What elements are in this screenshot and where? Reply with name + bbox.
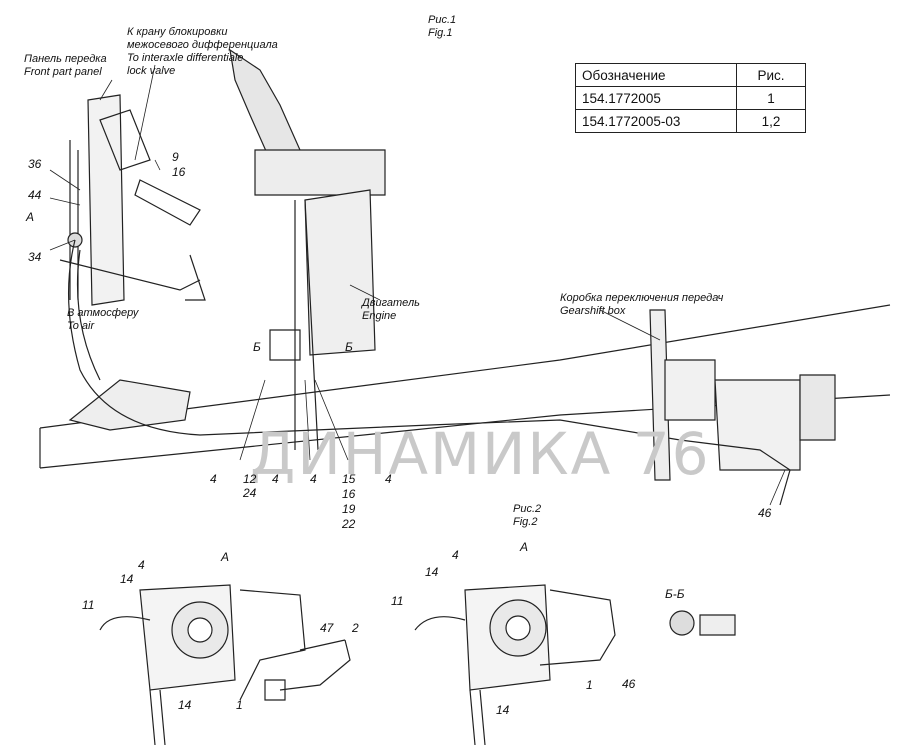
callout-34: 34 (28, 250, 42, 264)
callout-46: 46 (758, 506, 772, 520)
label-lock-valve-en1: To interaxle differentiale (127, 52, 244, 64)
label-front-panel-ru: Панель передка (24, 53, 107, 65)
label-atmosphere-ru: В атмосферу (67, 307, 139, 319)
callout-11: 11 (391, 594, 404, 608)
callout-2: 2 (352, 621, 359, 635)
callout-16: 16 (172, 165, 186, 179)
callout-19: 19 (342, 502, 356, 516)
section-bb-shape (669, 610, 695, 636)
label-engine-ru: Двигатель (362, 297, 420, 309)
table-cell: 154.1772005 (575, 86, 737, 110)
callout-4: 4 (310, 472, 317, 486)
designation-table: Обозначение Рис. 154.1772005 1 154.17720… (575, 63, 806, 133)
callout-14: 14 (120, 572, 134, 586)
callout-4: 4 (385, 472, 392, 486)
table-cell: 154.1772005-03 (575, 109, 737, 133)
section-bb-label: Б-Б (665, 587, 685, 601)
table-cell: 1 (736, 86, 806, 110)
table-header: Обозначение (575, 63, 737, 87)
label-gearbox-ru: Коробка переключения передач (560, 292, 724, 304)
callout-4: 4 (452, 548, 459, 562)
label-front-panel-en: Front part panel (24, 66, 102, 78)
callout-36: 36 (28, 157, 42, 171)
callout-12: 12 (243, 472, 257, 486)
fig2-title-ru: Рис.2 (513, 503, 542, 515)
callout-24: 24 (243, 486, 257, 500)
fig2b-view-label: A (520, 540, 529, 554)
callout-11: 11 (82, 598, 95, 612)
engine-block (304, 189, 376, 356)
callout-47: 47 (320, 621, 334, 635)
section-mark-right: Б (345, 340, 353, 354)
section-mark-left: Б (253, 340, 261, 354)
callout-4: 4 (272, 472, 279, 486)
watermark: ДИНАМИКА 76 (250, 420, 711, 488)
label-lock-valve-ru2: межосевого дифференциала (127, 39, 278, 51)
callout-14: 14 (496, 703, 510, 717)
callout-44: 44 (28, 188, 42, 202)
table-header: Рис. (736, 63, 806, 87)
callout-1: 1 (586, 678, 593, 692)
fig2-title-en: Fig.2 (513, 516, 538, 528)
callout-46: 46 (622, 677, 636, 691)
table-cell: 1,2 (736, 109, 806, 133)
callout-15: 15 (342, 472, 356, 486)
fig2a-view-label: A (221, 550, 230, 564)
label-engine-en: Engine (362, 310, 397, 322)
callout-14: 14 (425, 565, 439, 579)
label-lock-valve-en2: lock valve (127, 65, 176, 77)
front-panel (87, 94, 125, 306)
callout-22: 22 (342, 517, 356, 531)
callout-14: 14 (178, 698, 192, 712)
view-a-label: A (26, 210, 35, 224)
callout-9: 9 (172, 150, 179, 164)
callout-4: 4 (210, 472, 217, 486)
callout-4: 4 (138, 558, 145, 572)
callout-16: 16 (342, 487, 356, 501)
label-lock-valve-ru1: К крану блокировки (127, 26, 228, 38)
fig1-title-en: Fig.1 (428, 27, 453, 39)
label-atmosphere-en: To air (67, 320, 95, 332)
gear-lever (229, 48, 301, 161)
label-gearbox-en: Gearshift box (560, 305, 626, 317)
gearbox (649, 309, 671, 481)
fig1-title-ru: Рис.1 (428, 14, 457, 26)
callout-1: 1 (236, 698, 243, 712)
